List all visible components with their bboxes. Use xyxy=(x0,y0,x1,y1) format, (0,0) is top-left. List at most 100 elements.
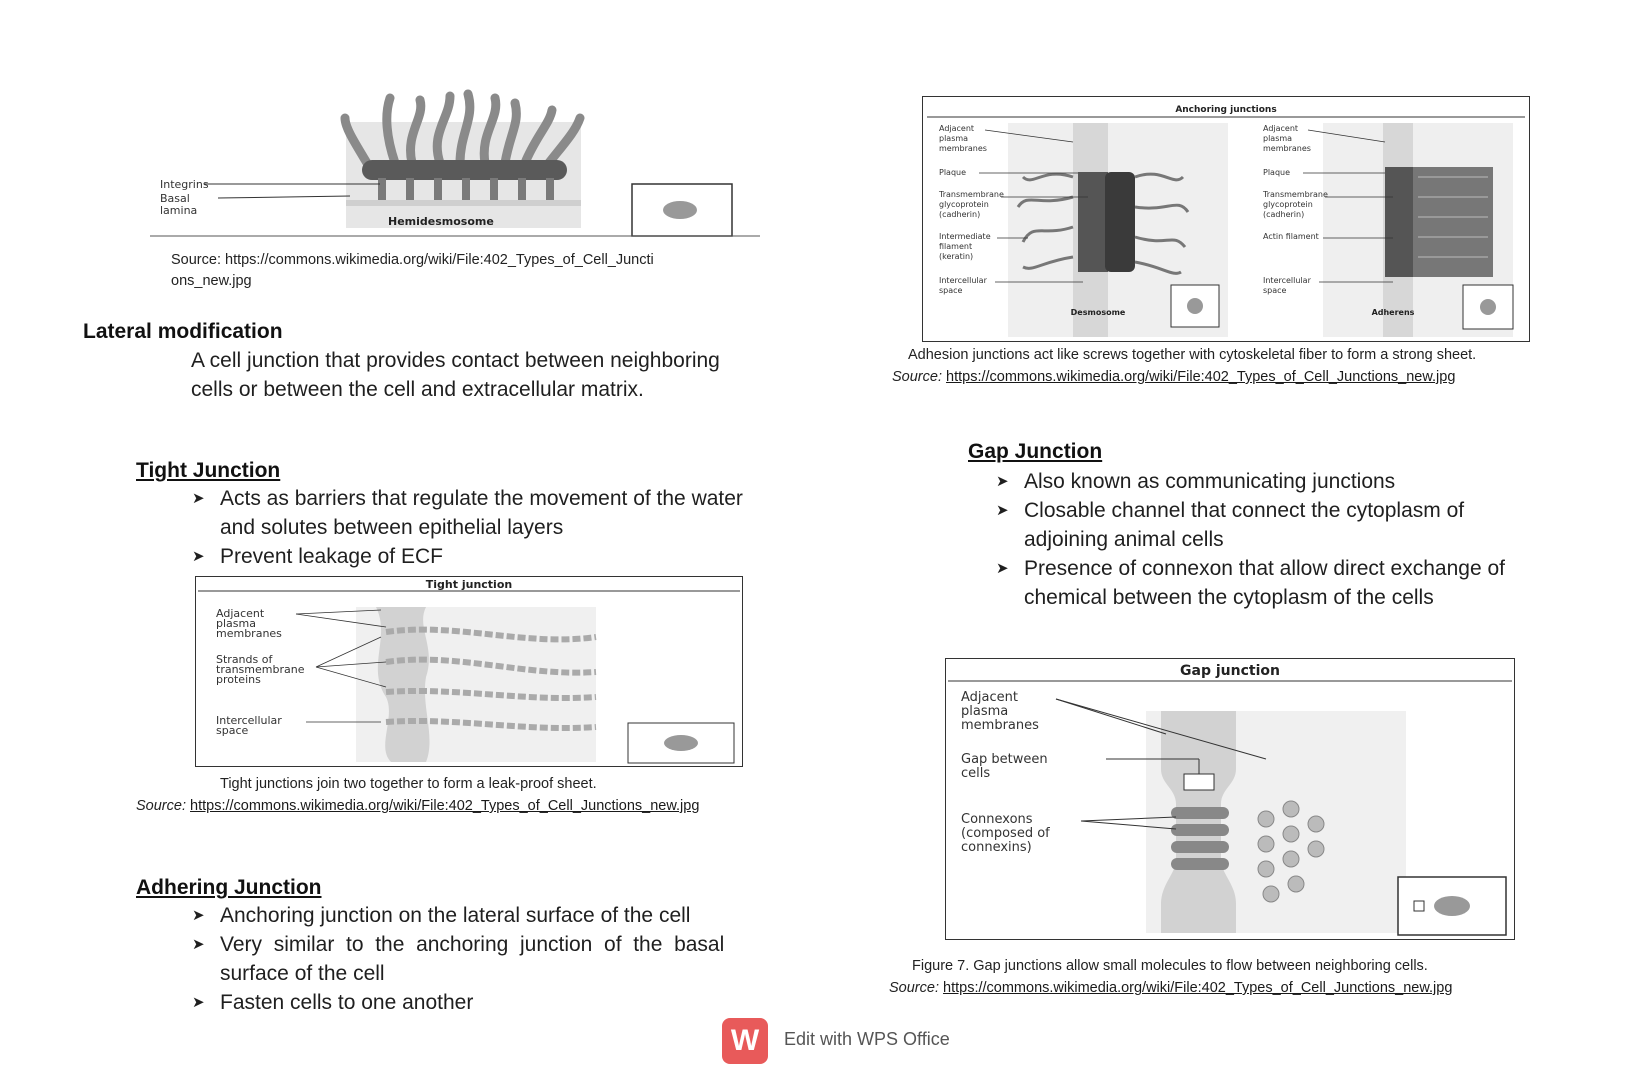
hemidesmosome-figure: Integrins Basal lamina Hemidesmosome xyxy=(150,88,760,238)
edit-with-wps-link[interactable]: Edit with WPS Office xyxy=(784,1029,950,1049)
desmo-label-4: Transmembrane xyxy=(938,190,1004,199)
tight-label-5: proteins xyxy=(216,673,261,686)
list-item: ➤ Presence of connexon that allow direct… xyxy=(996,554,1586,612)
list-item: ➤ Closable channel that connect the cyto… xyxy=(996,496,1586,554)
desmo-label-2: membranes xyxy=(939,144,987,153)
tight-figure-title: Tight junction xyxy=(426,578,512,591)
lateral-modification-text: A cell junction that provides contact be… xyxy=(191,346,791,404)
desmo-label-3: Plaque xyxy=(939,168,966,177)
tight-junction-figure: Tight junction Adjacent plasma membranes… xyxy=(195,576,743,767)
adherens-label-7: Actin filament xyxy=(1263,232,1319,241)
adhering-bullet-2-line1: Fasten cells to one another xyxy=(220,991,474,1014)
gap-source: Source: https://commons.wikimedia.org/wi… xyxy=(889,978,1452,999)
gap-label-5: Connexons xyxy=(961,812,1033,827)
gap-junction-heading: Gap Junction xyxy=(968,440,1103,463)
anchoring-source-prefix: Source: xyxy=(892,369,942,385)
list-item: ➤ Prevent leakage of ECF xyxy=(192,542,802,571)
arrow-bullet-icon: ➤ xyxy=(996,473,1009,490)
gap-label-4: cells xyxy=(961,766,990,781)
adherens-label-9: space xyxy=(1263,286,1287,295)
gap-bullet-1-line1: Closable channel that connect the cytopl… xyxy=(1024,499,1465,522)
tight-label-0: Adjacent xyxy=(216,607,265,620)
arrow-bullet-icon: ➤ xyxy=(192,936,205,953)
arrow-bullet-icon: ➤ xyxy=(192,490,205,507)
tight-junction-heading: Tight Junction xyxy=(136,459,281,482)
adhering-junction-bullets: ➤ Anchoring junction on the lateral surf… xyxy=(192,901,790,1017)
gap-figure-title: Gap junction xyxy=(1180,663,1280,679)
adherens-label-1: plasma xyxy=(1263,134,1292,143)
list-item: ➤ Acts as barriers that regulate the mov… xyxy=(192,484,802,542)
adherens-label: Adherens xyxy=(1372,308,1415,317)
arrow-bullet-icon: ➤ xyxy=(996,560,1009,577)
adherens-label-8: Intercellular xyxy=(1263,276,1312,285)
tight-bullet-0-line2: and solutes between epithelial layers xyxy=(220,516,564,539)
adherens-label-4: Transmembrane xyxy=(1262,190,1328,199)
gap-bullet-2-line1: Presence of connexon that allow direct e… xyxy=(1024,557,1505,580)
arrow-bullet-icon: ➤ xyxy=(192,907,205,924)
gap-source-prefix: Source: xyxy=(889,980,939,996)
list-item: ➤ Also known as communicating junctions xyxy=(996,467,1586,496)
gap-bullet-1-line2: adjoining animal cells xyxy=(1024,528,1224,551)
adherens-label-6: (cadherin) xyxy=(1263,210,1304,219)
gap-junction-bullets: ➤ Also known as communicating junctions … xyxy=(996,467,1586,612)
gap-label-3: Gap between xyxy=(961,752,1048,767)
desmo-label-6: (cadherin) xyxy=(939,210,980,219)
wps-logo-icon[interactable]: W xyxy=(722,1018,768,1064)
gap-source-link[interactable]: https://commons.wikimedia.org/wiki/File:… xyxy=(943,980,1453,996)
tight-label-4: transmembrane xyxy=(216,663,305,676)
desmo-label-10: Intercellular xyxy=(939,276,988,285)
hemidesmosome-source-line1: Source: https://commons.wikimedia.org/wi… xyxy=(171,252,654,268)
tight-source-link[interactable]: https://commons.wikimedia.org/wiki/File:… xyxy=(190,798,700,814)
gap-label-0: Adjacent xyxy=(961,690,1018,705)
basal-label: Basal xyxy=(160,192,190,205)
tight-label-7: space xyxy=(216,724,249,737)
desmo-label-9: (keratin) xyxy=(939,252,973,261)
arrow-bullet-icon: ➤ xyxy=(996,502,1009,519)
tight-label-2: membranes xyxy=(216,627,282,640)
adherens-label-2: membranes xyxy=(1263,144,1311,153)
anchoring-source-link[interactable]: https://commons.wikimedia.org/wiki/File:… xyxy=(946,369,1456,385)
lateral-modification-heading: Lateral modification xyxy=(83,320,283,343)
gap-label-6: (composed of xyxy=(961,826,1050,841)
list-item: ➤ Anchoring junction on the lateral surf… xyxy=(192,901,790,930)
tight-label-3: Strands of xyxy=(216,653,273,666)
tight-bullet-0-line1: Acts as barriers that regulate the movem… xyxy=(220,487,743,510)
adhering-bullet-1-line2: surface of the cell xyxy=(220,962,385,985)
desmo-label-1: plasma xyxy=(939,134,968,143)
hemidesmosome-title: Hemidesmosome xyxy=(388,215,494,228)
gap-label-2: membranes xyxy=(961,718,1039,733)
integrins-label: Integrins xyxy=(160,178,209,191)
gap-label-1: plasma xyxy=(961,704,1008,719)
anchoring-title: Anchoring junctions xyxy=(1175,105,1276,115)
gap-junction-figure: Gap junction Adjacent plasma membranes G… xyxy=(945,658,1515,940)
list-item: ➤ Fasten cells to one another xyxy=(192,988,790,1017)
arrow-bullet-icon: ➤ xyxy=(192,994,205,1011)
arrow-bullet-icon: ➤ xyxy=(192,548,205,565)
hemidesmosome-source-line2: ons_new.jpg xyxy=(171,273,252,289)
adherens-label-3: Plaque xyxy=(1263,168,1290,177)
tight-bullet-1-line1: Prevent leakage of ECF xyxy=(220,545,443,568)
tight-source: Source: https://commons.wikimedia.org/wi… xyxy=(136,796,699,817)
gap-label-7: connexins) xyxy=(961,840,1032,855)
gap-bullet-2-line2: chemical between the cytoplasm of the ce… xyxy=(1024,586,1434,609)
adherens-label-0: Adjacent xyxy=(1263,124,1298,133)
lateral-text-line2: cells or between the cell and extracellu… xyxy=(191,378,644,401)
list-item: ➤ Very similar to the anchoring junction… xyxy=(192,930,790,988)
tight-junction-bullets: ➤ Acts as barriers that regulate the mov… xyxy=(192,484,802,571)
anchoring-caption: Adhesion junctions act like screws toget… xyxy=(908,347,1477,363)
lamina-label: lamina xyxy=(160,204,197,217)
desmo-label-0: Adjacent xyxy=(939,124,974,133)
desmo-label-11: space xyxy=(939,286,963,295)
adhering-bullet-1-line1: Very similar to the anchoring junction o… xyxy=(220,933,725,956)
gap-caption: Figure 7. Gap junctions allow small mole… xyxy=(912,958,1428,974)
tight-label-6: Intercellular xyxy=(216,714,282,727)
gap-bullet-0-line1: Also known as communicating junctions xyxy=(1024,470,1396,493)
anchoring-junctions-figure: Anchoring junctions Adjacent plasma memb… xyxy=(922,96,1530,342)
adhering-bullet-0-line1: Anchoring junction on the lateral surfac… xyxy=(220,904,691,927)
tight-caption: Tight junctions join two together to for… xyxy=(220,776,597,792)
tight-label-1: plasma xyxy=(216,617,256,630)
desmosome-label: Desmosome xyxy=(1071,308,1126,317)
adherens-label-5: glycoprotein xyxy=(1263,200,1313,209)
desmo-label-7: Intermediate xyxy=(939,232,991,241)
desmo-label-8: filament xyxy=(939,242,972,251)
